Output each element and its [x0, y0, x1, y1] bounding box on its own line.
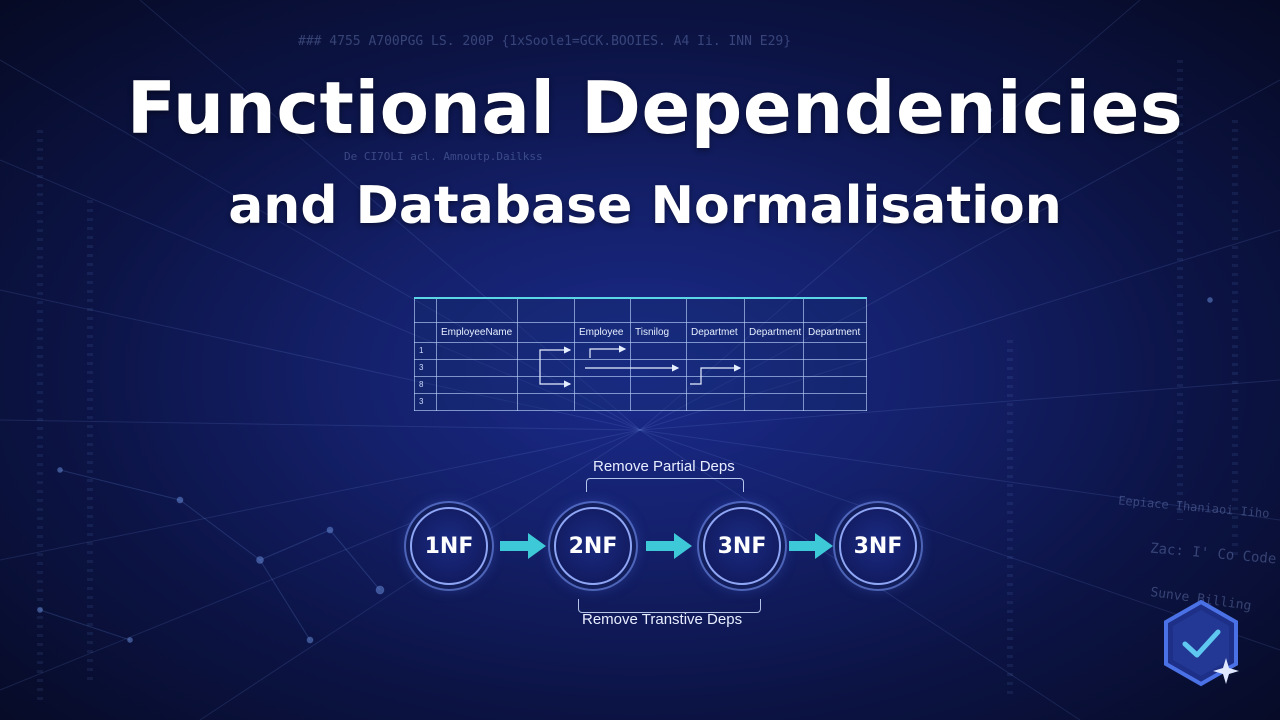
nf-stage-3nf: 3NF: [703, 507, 781, 585]
nf-stage-label: 2NF: [568, 533, 618, 559]
bottom-bracket-label: Remove Transtive Deps: [582, 611, 743, 628]
row-number: 8: [414, 375, 437, 394]
column-header: Tisnilog: [630, 321, 687, 343]
column-header: [517, 321, 575, 343]
schema-table: EmployeeName Employee Tisnilog Departmet…: [414, 297, 867, 411]
flow-arrow-icon: [789, 533, 833, 559]
background-code-line: ### 4755 A700PGG LS. 200P {1xSoole1=GCK.…: [298, 34, 792, 49]
bottom-bracket: [578, 599, 761, 613]
page-subtitle: and Database Normalisation: [228, 176, 1062, 236]
flow-arrow-icon: [500, 533, 546, 559]
table-row: 3: [414, 358, 867, 377]
table-header-row: EmployeeName Employee Tisnilog Departmet…: [414, 321, 867, 343]
sparkle-icon: [1213, 658, 1239, 684]
row-number: 1: [414, 341, 437, 360]
column-header: [414, 321, 437, 343]
column-header: EmployeeName: [436, 321, 518, 343]
nf-stage-2nf: 2NF: [554, 507, 632, 585]
nf-stage-label: 3NF: [853, 533, 903, 559]
page-title: Functional Dependenicies: [126, 66, 1184, 150]
top-bracket: [586, 478, 744, 492]
column-header: Department: [803, 321, 867, 343]
row-number: 3: [414, 358, 437, 377]
hexagon-checkmark-icon: [1164, 599, 1239, 687]
column-header: Departmet: [686, 321, 745, 343]
table-row: 1: [414, 341, 867, 360]
table-header-strip: [414, 297, 867, 323]
nf-stage-label: 3NF: [717, 533, 767, 559]
top-bracket-label: Remove Partial Deps: [593, 458, 735, 475]
flow-arrow-icon: [646, 533, 692, 559]
row-number: 3: [414, 392, 437, 411]
column-header: Employee: [574, 321, 631, 343]
column-header: Department: [744, 321, 804, 343]
table-row: 3: [414, 392, 867, 411]
background-code-line: De CI7OLI acl. Amnoutp.Dailkss: [344, 150, 543, 163]
nf-stage-3nf-final: 3NF: [839, 507, 917, 585]
table-row: 8: [414, 375, 867, 394]
nf-stage-1nf: 1NF: [410, 507, 488, 585]
nf-stage-label: 1NF: [424, 533, 474, 559]
